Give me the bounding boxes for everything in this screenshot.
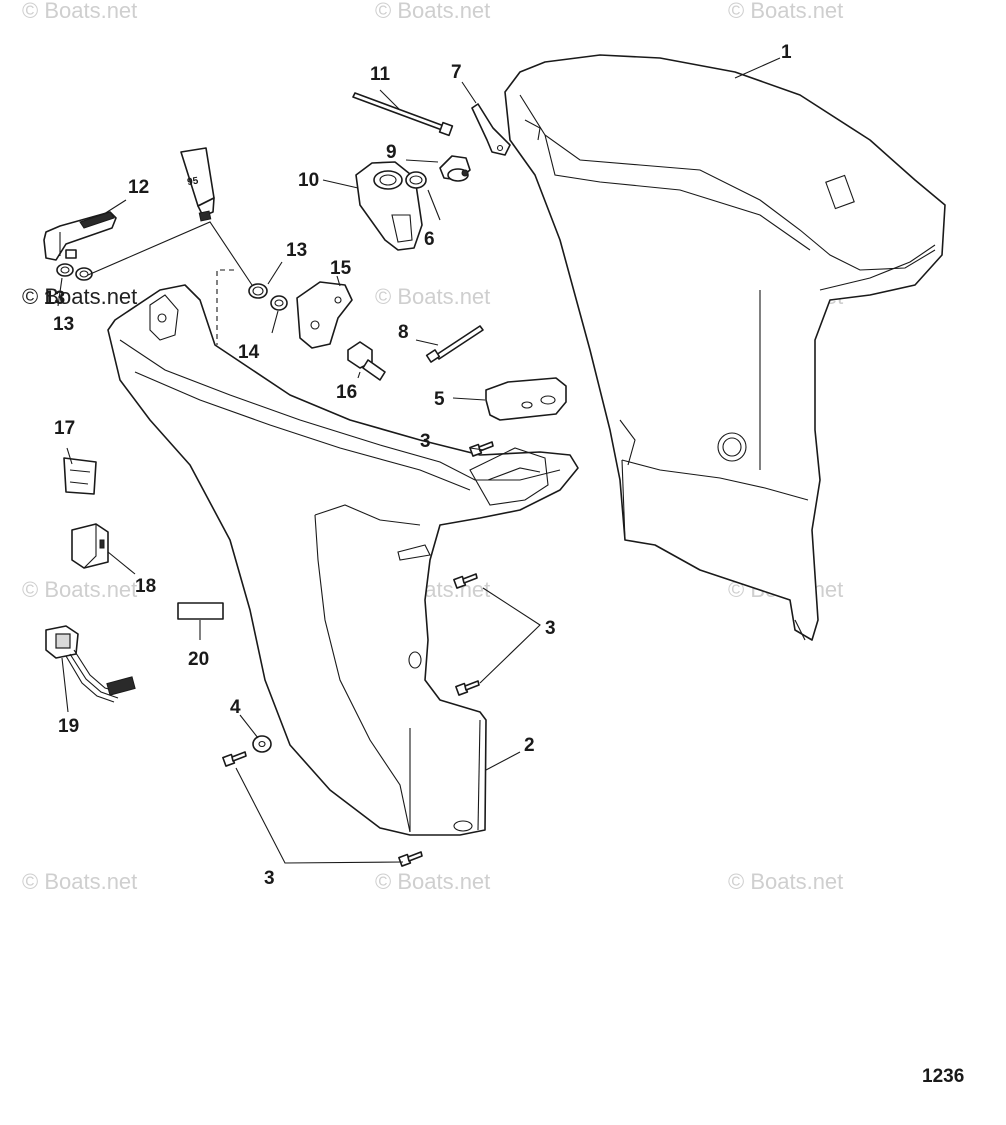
callout-2: 2 [524,735,535,756]
callout-4: 4 [230,697,241,718]
callout-15: 15 [330,258,352,279]
watermark: © Boats.net [728,0,843,23]
screw [453,573,478,589]
part-6-o-ring [405,171,427,189]
watermark: © Boats.net [728,869,843,894]
part-16-bolt [347,341,386,381]
watermark: © Boats.net [375,869,490,894]
callout-1: 1 [781,42,792,63]
callout-7: 7 [451,62,462,83]
callout-11: 11 [370,64,391,85]
part-17-clip [63,457,97,495]
callout-19: 19 [58,716,79,737]
part-9-knob [439,155,471,182]
part-5-latch-cover [485,377,567,421]
callout-5: 5 [434,389,445,410]
screw [398,851,423,867]
callout-12: 12 [128,177,149,198]
part-12-latch-handle [43,211,117,261]
part-13-washers [56,263,93,281]
callout-18: 18 [135,576,156,597]
callout-13: 13 [44,288,65,309]
callout-17: 17 [54,418,75,439]
watermark: © Boats.net [375,284,490,309]
part-11-long-screw [352,92,454,137]
callout-16: 16 [336,382,357,403]
part-10-grommet-plate [355,161,423,251]
watermark: © Boats.net [375,0,490,23]
callout-labels: 1 2 3 3 3 4 5 6 7 8 9 10 11 12 13 13 13 … [44,42,792,889]
callout-6: 6 [424,229,435,250]
leader-lines [57,57,781,864]
tube-label: 95 [187,176,200,189]
part-20-decal [177,602,224,620]
watermark: © Boats.net [22,577,137,602]
watermark-overlay: © Boats.net [22,284,137,309]
watermark: © Boats.net [22,869,137,894]
part-1-upper-cowl [504,54,946,641]
callout-9: 9 [386,142,397,163]
callout-3: 3 [264,868,275,889]
callout-13: 13 [286,240,307,261]
part-19-switch-harness [45,625,136,703]
callout-3: 3 [545,618,556,639]
callout-14: 14 [238,342,260,363]
part-8-screw [425,325,484,363]
callout-13: 13 [53,314,74,335]
screw [222,751,247,767]
screw [455,680,480,696]
part-2-lower-cowl [107,284,579,836]
part-4-washer [252,735,272,753]
figure-number: 1236 [922,1066,964,1087]
callout-20: 20 [188,649,209,670]
callout-3: 3 [420,431,431,452]
callout-8: 8 [398,322,409,343]
part-15-latch-plate [296,281,353,349]
watermark: © Boats.net [22,0,137,23]
screw [469,441,494,457]
callout-10: 10 [298,170,319,191]
watermark-group: © Boats.net © Boats.net © Boats.net © Bo… [22,0,843,894]
part-7-bracket [471,103,511,156]
part-13-14-washers [216,269,288,345]
part-3-screws [222,441,494,867]
part-18-switch-block [71,523,109,569]
part-95-sealant-tube: 95 [180,147,215,222]
